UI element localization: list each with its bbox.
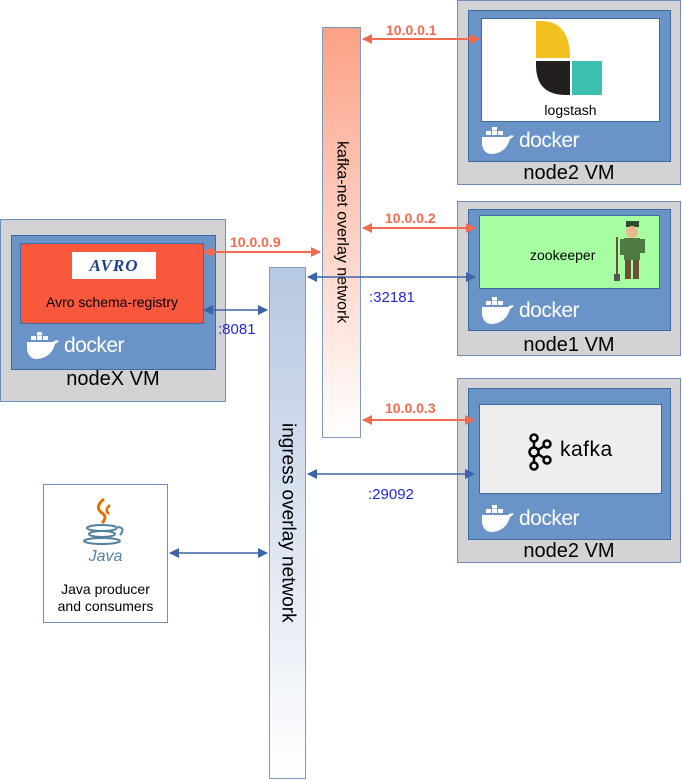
ip-logstash: 10.0.0.1 [386, 22, 437, 38]
ip-kafka: 10.0.0.3 [385, 400, 436, 416]
docker-whale-icon [482, 505, 514, 532]
docker-text: docker [519, 507, 580, 530]
logstash-label: logstash [544, 102, 597, 118]
port-kafka: :29092 [368, 486, 414, 503]
kafka-docker-logo: docker [481, 505, 580, 533]
docker-text: docker [64, 334, 125, 357]
avro-logo-icon: AVRO [72, 252, 156, 279]
avro-logo-text: AVRO [89, 255, 139, 275]
avro-label: Avro schema-registry [45, 294, 178, 310]
docker-text: docker [519, 129, 580, 152]
kafka-vm: kafka docker node2 VM [457, 378, 681, 563]
zookeeper-docker-logo: docker [481, 297, 580, 325]
avro-docker-logo: docker [26, 332, 125, 360]
logstash-vm-label: node2 VM [523, 162, 615, 184]
docker-whale-icon [482, 127, 514, 154]
java-client-box: Java Java producer and consumers [43, 484, 168, 623]
port-avro: :8081 [218, 321, 256, 338]
logstash-vm: logstash docker node2 VM [457, 0, 681, 185]
zookeeper-label: zookeeper [530, 247, 596, 263]
avro-vm-label: nodeX VM [66, 368, 160, 390]
ingress-label: ingress overlay network [277, 423, 299, 623]
avro-container: AVRO Avro schema-registry [20, 243, 204, 324]
kafka-vm-label: node2 VM [523, 540, 615, 562]
zookeeper-vm: zookeeper docker [457, 201, 681, 356]
docker-text: docker [519, 299, 580, 322]
zookeeper-container: zookeeper [479, 215, 660, 289]
kafka-logo-icon [528, 433, 552, 471]
logstash-container: logstash [481, 18, 660, 122]
java-logo-text: Java [88, 548, 123, 565]
kafka-container: kafka [479, 404, 662, 494]
kafka-label: kafka [560, 438, 613, 461]
java-client-label: Java producer and consumers [44, 581, 167, 615]
logstash-docker-logo: docker [481, 127, 580, 155]
docker-whale-icon [27, 332, 59, 359]
logstash-logo-icon [536, 21, 602, 95]
avro-vm: AVRO Avro schema-registry docker nodeX V… [0, 219, 226, 402]
port-zookeeper: :32181 [369, 289, 415, 306]
ip-zookeeper: 10.0.0.2 [385, 210, 436, 226]
java-label-line-1: Java producer [61, 581, 150, 597]
ip-avro: 10.0.0.9 [230, 234, 281, 250]
zookeeper-docker-host: zookeeper docker [468, 209, 671, 331]
java-label-line-2: and consumers [57, 598, 154, 614]
zookeeper-vm-label: node1 VM [523, 334, 615, 356]
ingress-overlay-network: ingress overlay network [269, 267, 306, 779]
zookeeper-figure-icon [614, 221, 645, 281]
java-cup-icon [83, 497, 124, 545]
avro-docker-host: AVRO Avro schema-registry docker [11, 235, 216, 370]
kafka-docker-host: kafka docker [468, 388, 671, 540]
logstash-docker-host: logstash docker [468, 10, 671, 162]
docker-whale-icon [482, 297, 514, 324]
